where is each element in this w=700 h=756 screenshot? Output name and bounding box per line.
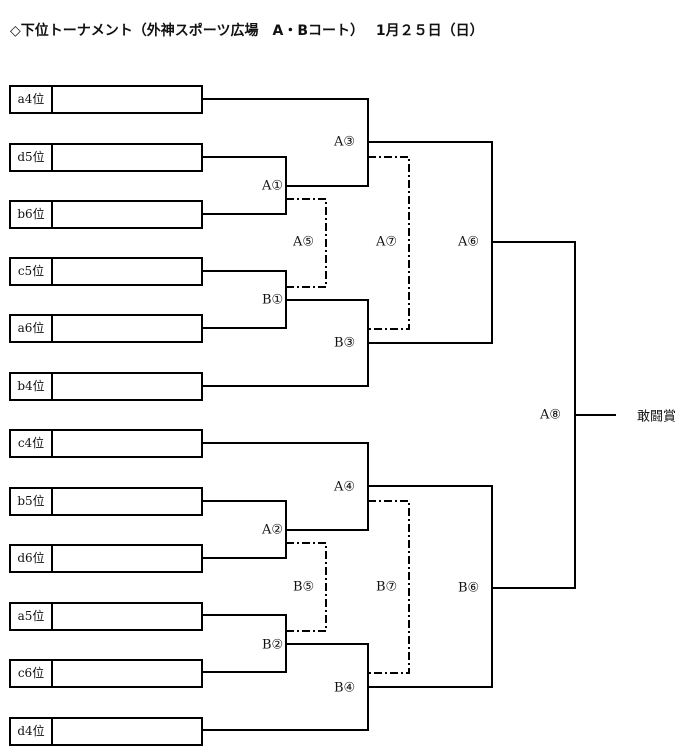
- match-label-a8: A⑧: [540, 407, 562, 423]
- entrant-box: c4位: [9, 429, 203, 458]
- match-label-b6: B⑥: [458, 580, 480, 596]
- match-label-a2: A②: [262, 522, 284, 538]
- entrant-box: b4位: [9, 372, 203, 401]
- entrant-label: b6位: [11, 202, 53, 227]
- entrant-label: b4位: [11, 374, 53, 399]
- entrant-label: c6位: [11, 661, 53, 686]
- entrant-box: d4位: [9, 717, 203, 746]
- match-label-a1: A①: [262, 178, 284, 194]
- bracket-line: [202, 98, 369, 187]
- bracket-line: [202, 442, 369, 531]
- entrant-label: a4位: [11, 87, 53, 112]
- match-label-b2: B②: [262, 637, 284, 653]
- match-label-b7: B⑦: [376, 579, 398, 595]
- entrant-box: a6位: [9, 314, 203, 343]
- loser-bracket-line: [368, 156, 410, 330]
- loser-bracket-line: [286, 198, 327, 288]
- match-label-a6: A⑥: [458, 234, 480, 250]
- entrant-box: c5位: [9, 257, 203, 286]
- entrant-label: d4位: [11, 719, 53, 744]
- bracket-line: [368, 485, 493, 688]
- match-label-a5: A⑤: [293, 234, 315, 250]
- match-label-a3: A③: [334, 134, 356, 150]
- match-label-b3: B③: [334, 335, 356, 351]
- entrant-box: d6位: [9, 544, 203, 573]
- match-label-a4: A④: [334, 479, 356, 495]
- entrant-label: c4位: [11, 431, 53, 456]
- entrant-box: a4位: [9, 85, 203, 114]
- entrant-label: a6位: [11, 316, 53, 341]
- entrant-label: c5位: [11, 259, 53, 284]
- entrant-label: d5位: [11, 145, 53, 170]
- entrant-label: a5位: [11, 604, 53, 629]
- entrant-box: b6位: [9, 200, 203, 229]
- loser-bracket-line: [286, 542, 327, 632]
- award-label: 敢闘賞: [637, 409, 677, 425]
- entrant-label: b5位: [11, 489, 53, 514]
- match-label-a7: A⑦: [376, 234, 398, 250]
- bracket-line: [202, 530, 287, 559]
- match-label-b4: B④: [334, 680, 356, 696]
- bracket-line: [202, 186, 287, 215]
- match-label-b1: B①: [262, 292, 284, 308]
- entrant-box: b5位: [9, 487, 203, 516]
- entrant-box: c6位: [9, 659, 203, 688]
- entrant-box: d5位: [9, 143, 203, 172]
- page-title: ◇下位トーナメント（外神スポーツ広場 A・Bコート） 1月２５日（日）: [10, 23, 484, 39]
- loser-bracket-line: [368, 500, 410, 674]
- match-label-b5: B⑤: [293, 579, 315, 595]
- entrant-box: a5位: [9, 602, 203, 631]
- entrant-label: d6位: [11, 546, 53, 571]
- bracket-line: [492, 241, 576, 589]
